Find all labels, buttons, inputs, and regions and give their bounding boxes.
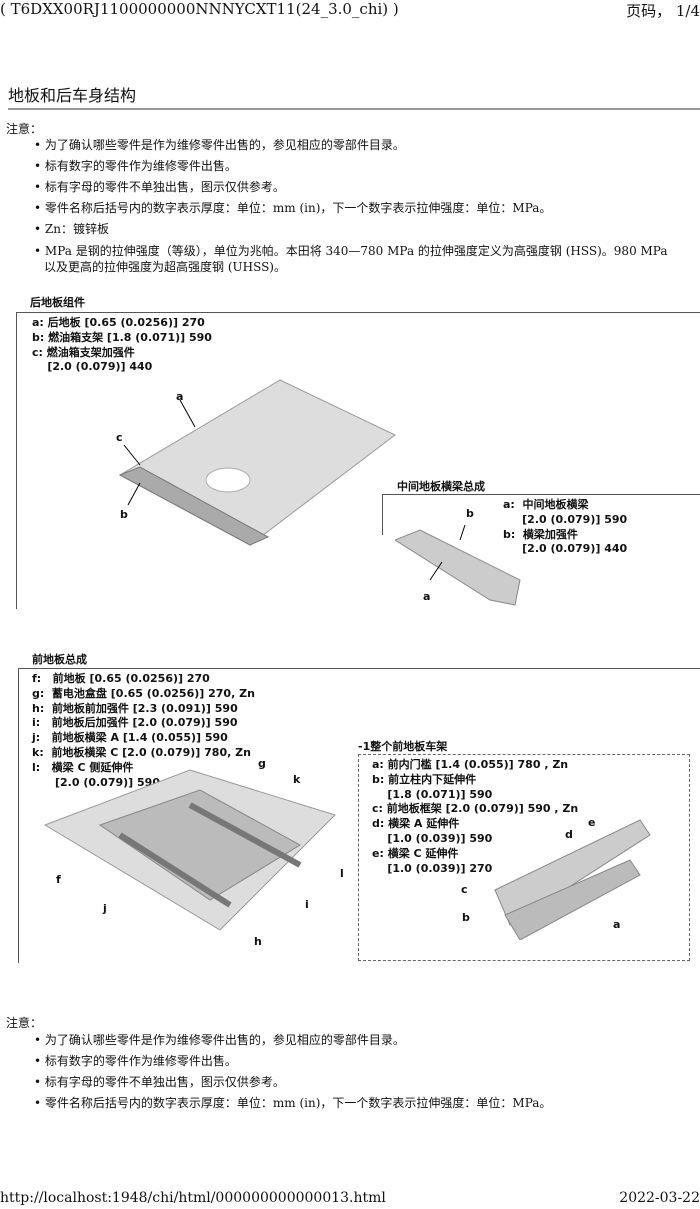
part-line: [2.0 (0.079)] 440	[503, 542, 628, 556]
part-line: k: 前地板横梁 C [2.0 (0.079)] 780, Zn	[32, 745, 251, 759]
callout-c: c	[461, 883, 468, 896]
callout-f: f	[56, 873, 61, 886]
part-line: a: 后地板 [0.65 (0.0256)] 270	[32, 316, 205, 329]
part-line: [1.0 (0.039)] 590	[372, 831, 493, 845]
part-line: e: 横梁 C 延伸件	[372, 846, 459, 860]
rear-floor-frame	[16, 312, 700, 609]
part-line: h: 前地板前加强件 [2.3 (0.091)] 590	[32, 701, 238, 715]
note-item: 零件名称后括号内的数字表示厚度：单位：mm (in)，下一个数字表示拉伸强度：单…	[34, 198, 674, 219]
front-frame-title: -1整个前地板车架	[358, 740, 448, 753]
footer-url[interactable]: http://localhost:1948/chi/html/000000000…	[0, 1190, 386, 1206]
front-floor-illustration	[43, 769, 336, 931]
footer-date: 2022-03-22	[619, 1190, 700, 1206]
callout-b: b	[462, 911, 470, 924]
part-line: l: 横梁 C 侧延伸件	[32, 760, 134, 774]
note-item: 标有数字的零件作为维修零件出售。	[34, 1051, 674, 1072]
title-divider	[8, 108, 700, 110]
notes-list: 为了确认哪些零件是作为维修零件出售的，参见相应的零部件目录。 标有数字的零件作为…	[34, 1030, 674, 1114]
callout-j: j	[103, 902, 107, 915]
part-line: j: 前地板横梁 A [1.4 (0.055)] 590	[32, 731, 228, 745]
part-line: d: 横梁 A 延伸件	[372, 817, 460, 831]
note-item: 为了确认哪些零件是作为维修零件出售的，参见相应的零部件目录。	[34, 135, 674, 156]
page-number: 页码， 1/4	[626, 2, 700, 20]
part-line: f: 前地板 [0.65 (0.0256)] 270	[32, 672, 210, 685]
note-item: 零件名称后括号内的数字表示厚度：单位：mm (in)，下一个数字表示拉伸强度：单…	[34, 1093, 674, 1114]
part-line: b: 前立柱内下延伸件	[372, 772, 477, 786]
middle-cross-title: 中间地板横梁总成	[397, 480, 485, 493]
note-item: 标有数字的零件作为维修零件出售。	[34, 156, 674, 177]
callout-i: i	[305, 898, 309, 911]
callout-g: g	[258, 757, 266, 770]
callout-h: h	[254, 935, 262, 948]
note-item: MPa 是钢的拉伸强度（等级），单位为兆帕。本田将 340—780 MPa 的拉…	[34, 243, 674, 275]
notes-label: 注意：	[6, 1016, 43, 1030]
callout-l: l	[340, 867, 344, 880]
callout-d: d	[565, 828, 573, 841]
note-item: 标有字母的零件不单独出售，图示仅供参考。	[34, 1072, 674, 1093]
part-line: a: 前内门槛 [1.4 (0.055)] 780 , Zn	[372, 758, 569, 771]
part-line: g: 蓄电池盒盘 [0.65 (0.0256)] 270, Zn	[32, 686, 255, 700]
document-id: ( T6DXX00RJ1100000000NNNYCXT11(24_3.0_ch…	[0, 0, 399, 18]
front-floor-frame	[18, 668, 700, 963]
part-line: [2.0 (0.079)] 440	[32, 360, 153, 374]
note-item: Zn：镀锌板	[34, 219, 674, 240]
middle-cross-illustration	[395, 524, 521, 606]
front-frame-illustration	[494, 819, 651, 940]
notes-list: 为了确认哪些零件是作为维修零件出售的，参见相应的零部件目录。 标有数字的零件作为…	[34, 135, 674, 275]
callout-k: k	[293, 773, 301, 786]
note-item: 为了确认哪些零件是作为维修零件出售的，参见相应的零部件目录。	[34, 1030, 674, 1051]
front-frame-frame	[358, 754, 690, 961]
part-line: b: 燃油箱支架 [1.8 (0.071)] 590	[32, 330, 212, 344]
page-title: 地板和后车身结构	[8, 86, 137, 105]
part-line: c: 前地板框架 [2.0 (0.079)] 590 , Zn	[372, 802, 579, 816]
note-item: 标有字母的零件不单独出售，图示仅供参考。	[34, 177, 674, 198]
part-line: c: 燃油箱支架加强件	[32, 345, 135, 359]
callout-e: e	[588, 816, 596, 829]
callout-a: a	[423, 590, 431, 603]
part-line: a: 中间地板横梁	[503, 498, 589, 511]
part-line: [2.0 (0.079)] 590	[503, 512, 628, 526]
callout-c: c	[116, 431, 123, 444]
notes-label: 注意：	[6, 122, 43, 136]
part-line: b: 横梁加强件	[503, 527, 578, 541]
callout-a: a	[176, 390, 184, 403]
part-line: [1.8 (0.071)] 590	[372, 787, 493, 801]
callout-b: b	[466, 507, 474, 520]
rear-floor-illustration	[118, 379, 396, 546]
callout-a: a	[613, 918, 621, 931]
part-line: i: 前地板后加强件 [2.0 (0.079)] 590	[32, 716, 238, 730]
part-line: [1.0 (0.039)] 270	[372, 861, 493, 875]
front-floor-title: 前地板总成	[32, 653, 87, 666]
middle-cross-frame	[382, 494, 700, 535]
callout-b: b	[120, 508, 128, 521]
rear-floor-title: 后地板组件	[30, 296, 85, 309]
